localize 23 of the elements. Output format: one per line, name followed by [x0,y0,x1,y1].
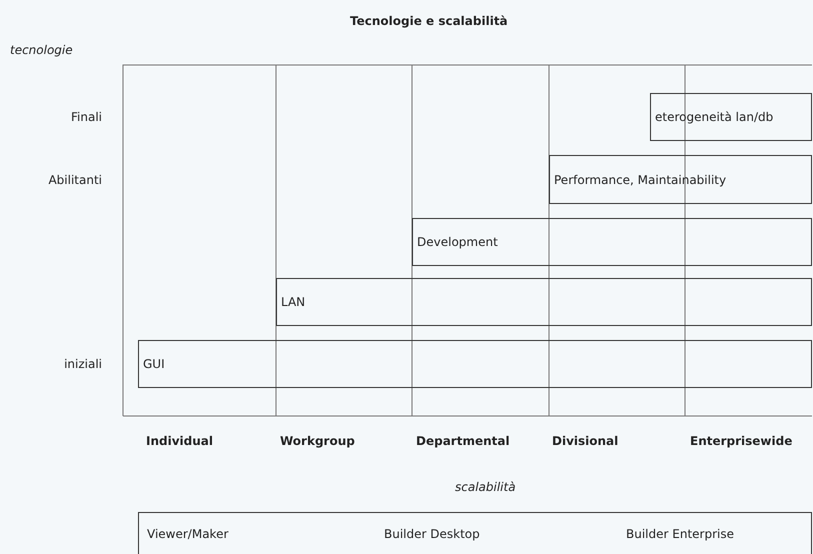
bar-label: LAN [281,295,306,309]
column-label: Individual [146,434,213,448]
range-bar [276,278,812,326]
bar-label: GUI [143,357,165,371]
column-label: Enterprisewide [690,434,792,448]
range-bar [412,218,812,266]
row-label: Abilitanti [47,173,102,187]
bar-label: Builder Desktop [384,527,480,541]
range-bar [650,93,812,141]
range-bar [138,340,812,388]
row-label: Finali [70,110,102,124]
bar-label: Development [417,235,498,249]
axis-title: scalabilità [455,480,516,494]
column-label: Departmental [416,434,510,448]
bar-label: Viewer/Maker [147,527,228,541]
axis-title: tecnologie [10,43,73,57]
chart-title: Tecnologie e scalabilità [349,14,508,28]
column-label: Divisional [552,434,618,448]
column-label: Workgroup [280,434,355,448]
range-bar [138,512,812,554]
bar-label: Builder Enterprise [626,527,734,541]
row-label: iniziali [63,357,102,371]
range-bar [549,155,812,204]
